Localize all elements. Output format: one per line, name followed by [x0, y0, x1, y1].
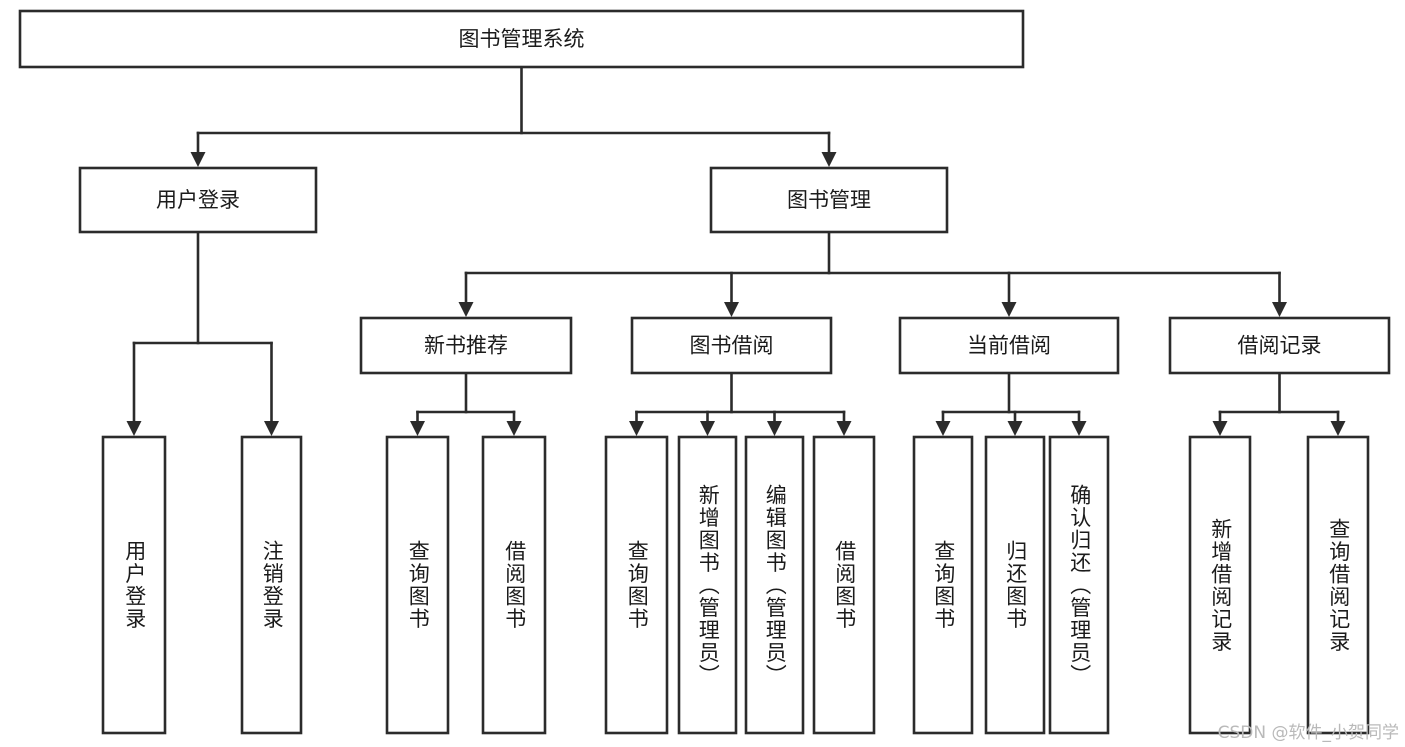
- arrow-head-icon: [700, 421, 715, 436]
- arrow-head-icon: [1330, 421, 1346, 436]
- node-level3-label-2: 当前借阅: [967, 334, 1051, 358]
- arrow-head-icon: [1071, 421, 1087, 436]
- node-level2-label-1: 图书管理: [787, 188, 871, 212]
- node-leaf-11[interactable]: [1188, 435, 1252, 735]
- node-root-label: 图书管理系统: [459, 27, 585, 51]
- arrow-head-icon: [1007, 421, 1023, 436]
- node-leaf-12[interactable]: [1306, 435, 1370, 735]
- node-leaf-5[interactable]: [677, 435, 738, 735]
- node-level3-0[interactable]: [359, 316, 573, 375]
- arrow-head-icon: [506, 421, 522, 436]
- node-leaf-10[interactable]: [1048, 435, 1110, 735]
- connectors-layer: [126, 65, 1346, 436]
- arrow-head-icon: [410, 421, 425, 436]
- node-level2-0[interactable]: [78, 166, 318, 234]
- node-leaf-4[interactable]: [604, 435, 669, 735]
- node-level3-label-3: 借阅记录: [1238, 334, 1322, 358]
- node-level3-3[interactable]: [1168, 316, 1391, 375]
- node-leaf-7[interactable]: [812, 435, 876, 735]
- node-level3-label-0: 新书推荐: [424, 334, 508, 358]
- watermark-credit: CSDN @软件_小贺同学: [1217, 723, 1399, 743]
- node-leaf-6[interactable]: [744, 435, 805, 735]
- arrow-head-icon: [458, 302, 474, 317]
- node-leaf-9[interactable]: [984, 435, 1046, 735]
- node-level3-1[interactable]: [630, 316, 833, 375]
- node-level2-1[interactable]: [709, 166, 949, 234]
- arrow-head-icon: [190, 152, 206, 167]
- arrow-head-icon: [126, 421, 142, 436]
- arrow-head-icon: [629, 421, 644, 436]
- node-level3-2[interactable]: [898, 316, 1120, 375]
- node-leaf-1[interactable]: [240, 435, 303, 735]
- node-level2-label-0: 用户登录: [156, 188, 240, 212]
- arrow-head-icon: [767, 421, 782, 436]
- node-leaf-3[interactable]: [481, 435, 547, 735]
- node-root[interactable]: [18, 9, 1025, 69]
- arrow-head-icon: [1272, 302, 1287, 317]
- arrow-head-icon: [935, 421, 951, 436]
- arrow-head-icon: [264, 421, 279, 436]
- node-leaf-2[interactable]: [385, 435, 450, 735]
- arrow-head-icon: [1212, 421, 1228, 436]
- node-leaf-8[interactable]: [912, 435, 974, 735]
- arrow-head-icon: [821, 152, 837, 167]
- node-level3-label-1: 图书借阅: [690, 334, 774, 358]
- node-leaf-0[interactable]: [101, 435, 167, 735]
- arrow-head-icon: [724, 302, 739, 317]
- arrow-head-icon: [836, 421, 852, 436]
- node-boxes-layer: [18, 9, 1391, 735]
- arrow-head-icon: [1001, 302, 1017, 317]
